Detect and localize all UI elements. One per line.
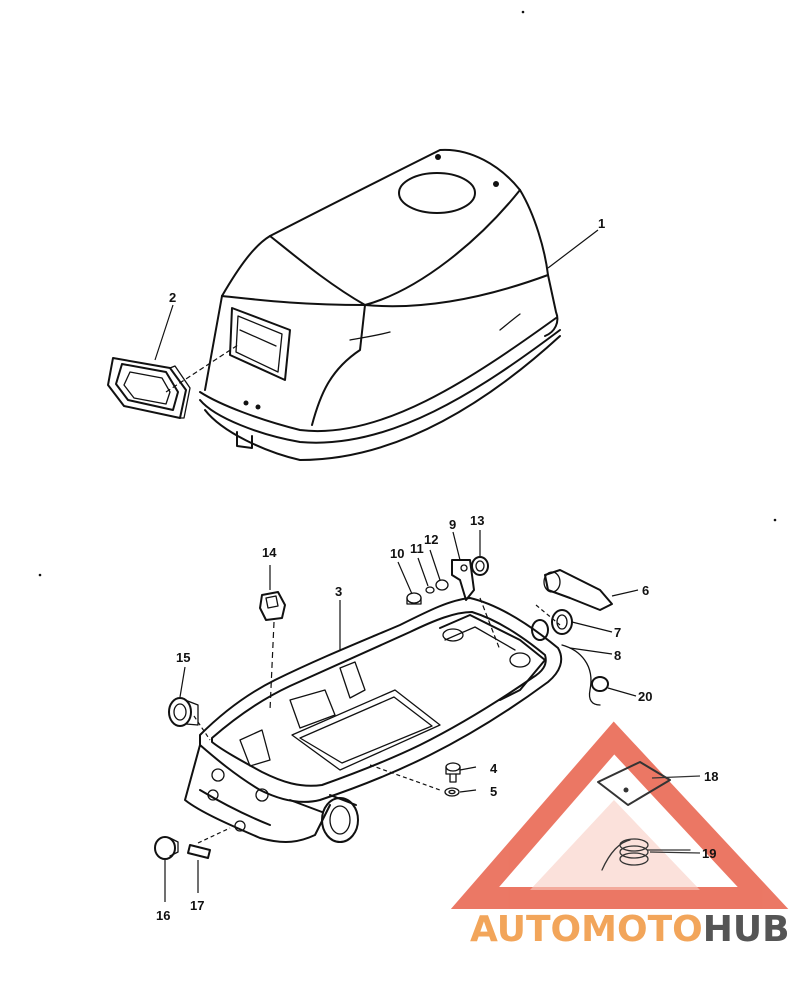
callout-1: 1 bbox=[598, 216, 605, 231]
screw-part-4 bbox=[445, 762, 461, 783]
grommet-part-15 bbox=[168, 697, 199, 727]
tab-part-17 bbox=[187, 844, 211, 859]
leader-lines bbox=[154, 229, 639, 902]
callout-14: 14 bbox=[262, 545, 277, 560]
vent-grommet bbox=[107, 357, 191, 419]
washer-part-5 bbox=[444, 787, 460, 797]
callout-5: 5 bbox=[490, 784, 497, 799]
callout-12: 12 bbox=[424, 532, 438, 547]
callout-17: 17 bbox=[190, 898, 204, 913]
callout-6: 6 bbox=[642, 583, 649, 598]
callout-13: 13 bbox=[470, 513, 484, 528]
watermark-triangle-outer bbox=[450, 721, 789, 909]
bushing-part-7 bbox=[531, 609, 573, 641]
plate-part-18 bbox=[597, 761, 671, 806]
stray-dot bbox=[38, 573, 42, 577]
stray-dot bbox=[773, 518, 777, 522]
callout-4: 4 bbox=[490, 761, 498, 776]
lever-part-6 bbox=[543, 569, 613, 611]
washer-part-12 bbox=[435, 579, 449, 591]
watermark-brand-part1: AUTOMOTO bbox=[470, 909, 703, 950]
spring-part-19 bbox=[601, 838, 691, 871]
link-part-8 bbox=[561, 644, 601, 706]
callout-16: 16 bbox=[156, 908, 170, 923]
callout-11: 11 bbox=[410, 541, 424, 556]
bracket-part-9 bbox=[451, 559, 475, 601]
callout-3: 3 bbox=[335, 584, 342, 599]
callout-2: 2 bbox=[169, 290, 176, 305]
callout-7: 7 bbox=[614, 625, 621, 640]
callouts: 1 2 3 4 5 6 7 8 9 10 11 12 13 14 15 16 1… bbox=[156, 216, 718, 923]
nut-part-20 bbox=[591, 676, 609, 692]
stray-dot bbox=[521, 10, 525, 14]
screw-part-10 bbox=[406, 592, 422, 605]
cap-part-16 bbox=[154, 836, 179, 860]
watermark-triangle-inner bbox=[530, 800, 700, 890]
watermark bbox=[450, 721, 789, 909]
callout-8: 8 bbox=[614, 648, 621, 663]
callout-18: 18 bbox=[704, 769, 718, 784]
watermark-brand: AUTOMOTOHUB bbox=[470, 909, 790, 950]
clip-part-13 bbox=[471, 556, 489, 576]
bottom-cowl bbox=[184, 597, 563, 843]
callout-19: 19 bbox=[702, 846, 716, 861]
washer-part-11 bbox=[425, 586, 435, 594]
plug-part-14 bbox=[259, 591, 286, 621]
callout-9: 9 bbox=[449, 517, 456, 532]
watermark-brand-part2: HUB bbox=[703, 909, 790, 950]
callout-20: 20 bbox=[638, 689, 652, 704]
top-cowl bbox=[199, 148, 561, 461]
callout-15: 15 bbox=[176, 650, 190, 665]
callout-10: 10 bbox=[390, 546, 404, 561]
